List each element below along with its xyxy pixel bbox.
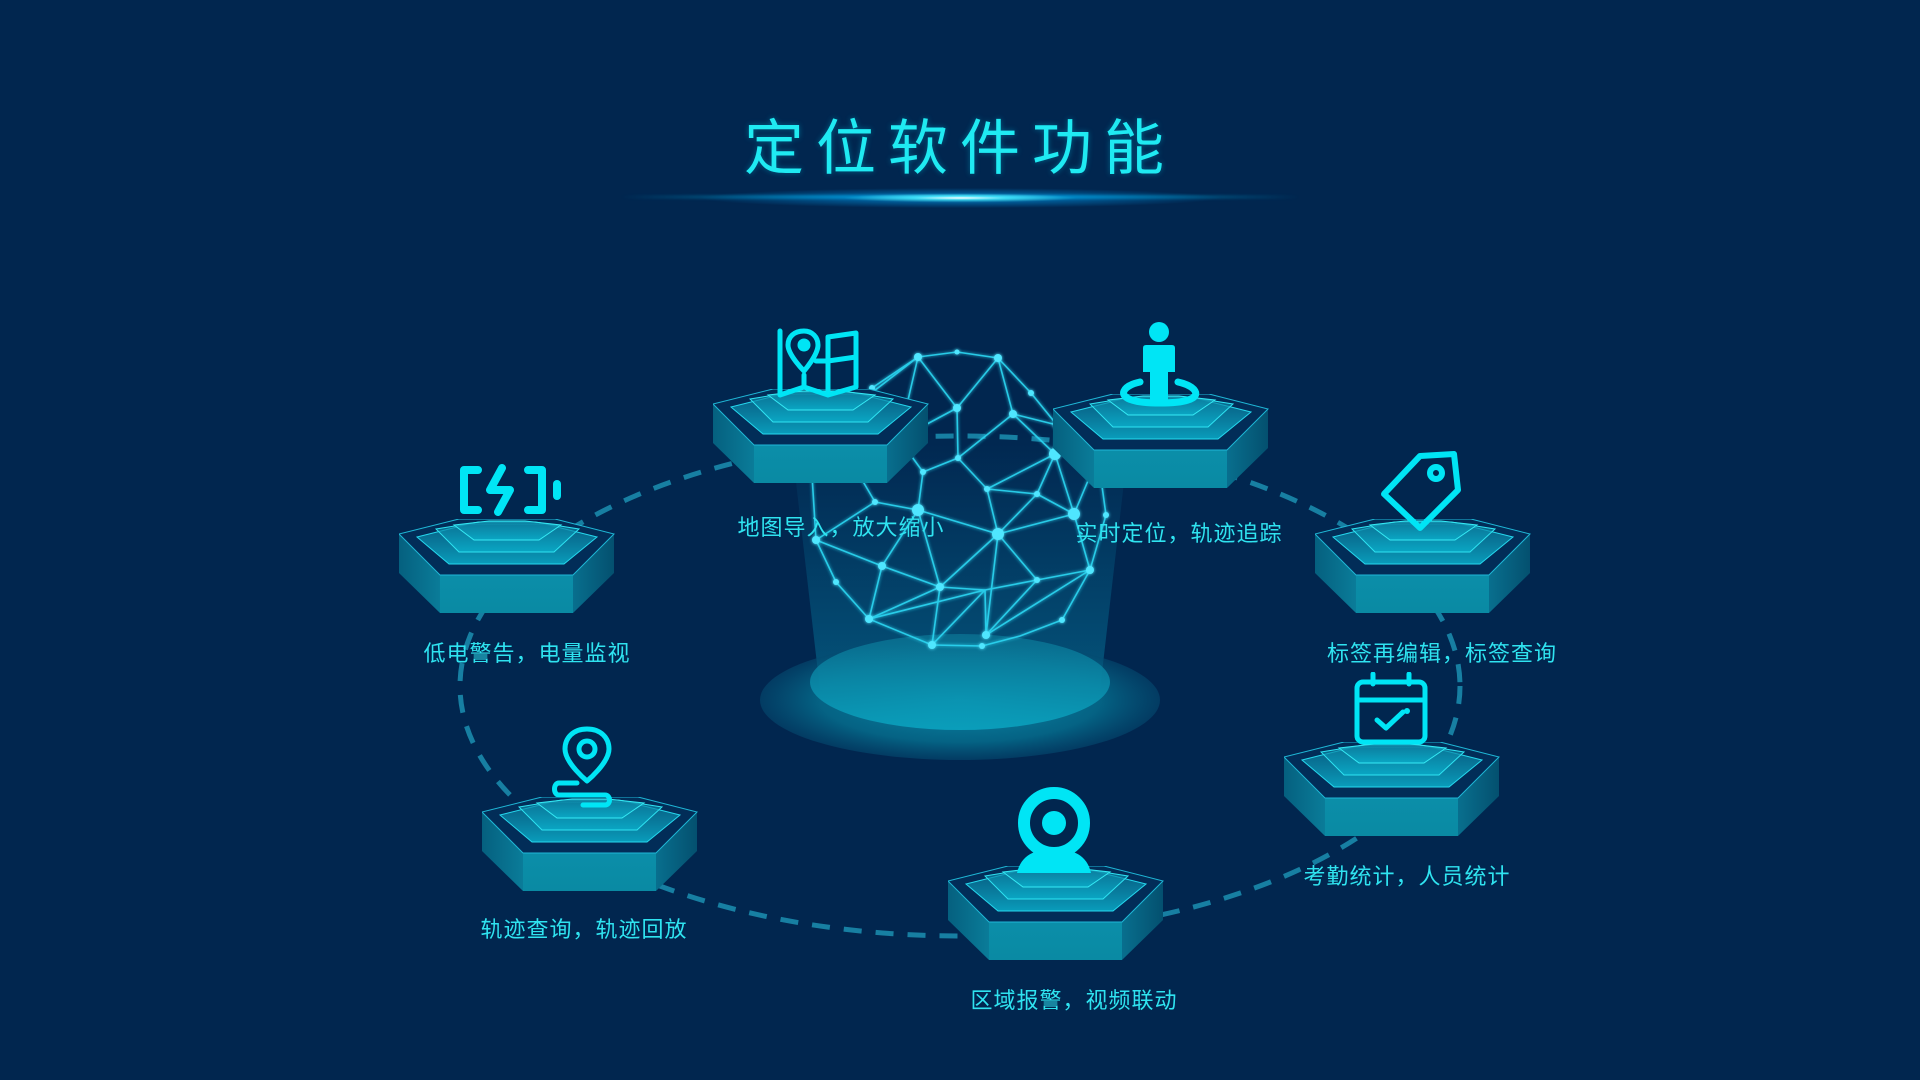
person-location-icon [1120,322,1200,407]
webcam-icon [1017,787,1091,873]
feature-battery [399,519,615,615]
tag-icon [1381,451,1461,531]
calendar-check-icon [1354,672,1428,745]
feature-track [482,797,698,893]
map-pin-icon [777,328,859,398]
feature-camera [948,866,1164,962]
globe-nodes [809,349,1109,649]
title-glow [700,170,1220,226]
feature-label-calendar: 考勤统计，人员统计 [1303,865,1511,890]
feature-label-battery: 低电警告，电量监视 [423,642,631,667]
feature-label-track: 轨迹查询，轨迹回放 [480,918,688,943]
feature-map [713,389,929,485]
feature-label-person: 实时定位，轨迹追踪 [1075,522,1283,547]
orbit-path [457,433,1463,939]
feature-label-map: 地图导入，放大缩小 [737,516,945,541]
pedestal [482,797,698,893]
feature-calendar [1284,742,1500,838]
page-title: 定位软件功能 [744,114,1176,184]
battery-charging-icon [460,464,561,516]
route-pin-icon [552,726,612,808]
pedestal [1284,742,1500,838]
platform-inner [810,634,1110,730]
pedestal [948,866,1164,962]
feature-label-camera: 区域报警，视频联动 [970,989,1178,1014]
pedestal [713,389,929,485]
pedestal [399,519,615,615]
feature-label-tag: 标签再编辑，标签查询 [1326,642,1558,667]
